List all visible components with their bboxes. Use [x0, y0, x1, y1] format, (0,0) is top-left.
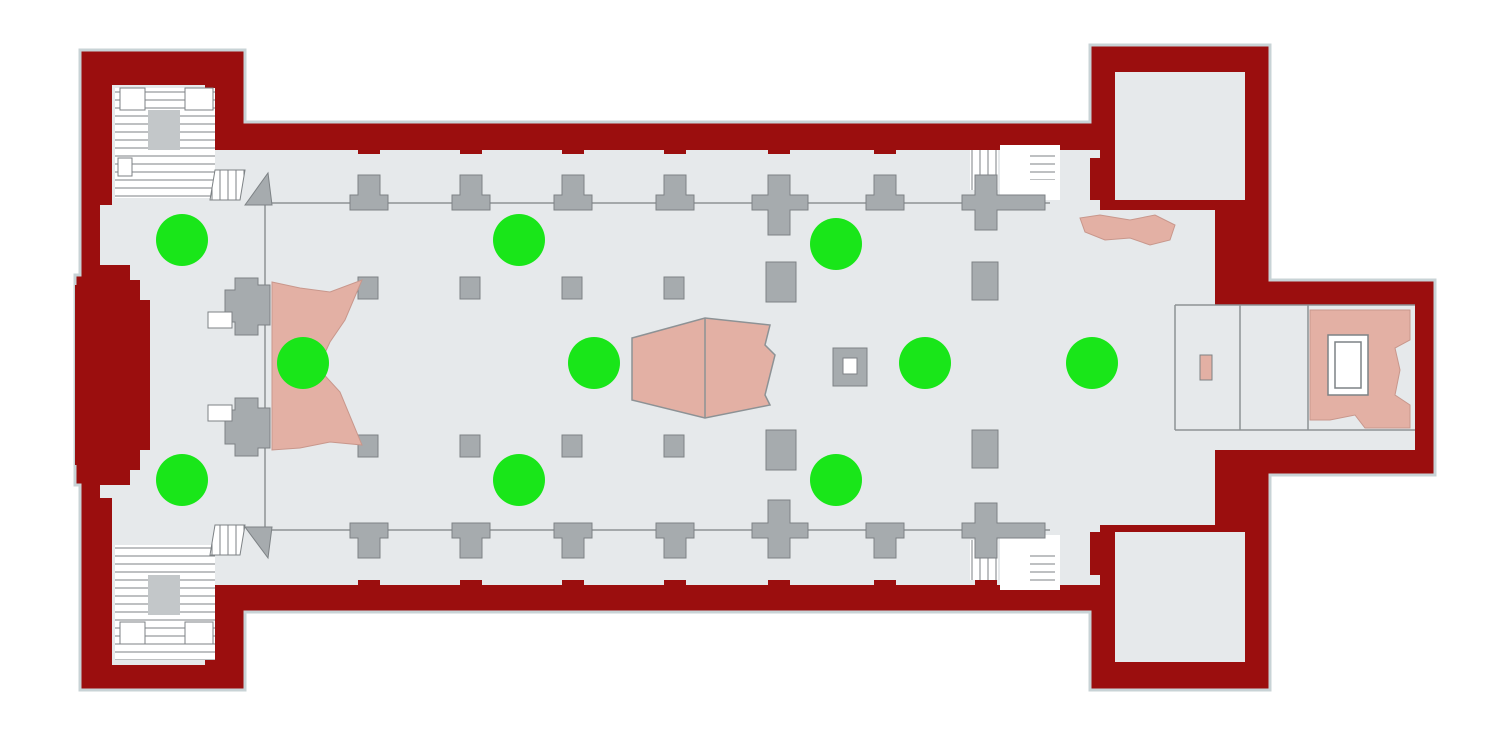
top-buttresses — [358, 140, 997, 154]
marker — [493, 214, 545, 266]
marker — [810, 218, 862, 270]
marker — [277, 337, 329, 389]
stair-east-north — [970, 145, 1060, 200]
marker — [156, 454, 208, 506]
stair-tower-south-west — [115, 524, 246, 660]
sacristy-south-wall — [1090, 532, 1115, 575]
markers — [156, 214, 1118, 506]
marker — [899, 337, 951, 389]
stair-east-south — [970, 535, 1060, 590]
entrance-pillar-sw — [244, 526, 273, 560]
marker — [810, 454, 862, 506]
marker — [1066, 337, 1118, 389]
entrance-pillar-nw — [244, 171, 273, 206]
marker — [156, 214, 208, 266]
central-platform — [631, 317, 776, 419]
crossing-pillar — [832, 347, 868, 387]
wall-pillars-south — [349, 499, 1046, 559]
bottom-buttresses — [358, 580, 997, 594]
sacristy-south — [1115, 532, 1245, 662]
marker — [568, 337, 620, 389]
sacristy-north — [1115, 72, 1245, 200]
wall-pillars-north — [349, 174, 1046, 236]
north-east-furnishing — [1079, 214, 1176, 246]
stair-tower-north-west — [115, 87, 246, 201]
marker — [493, 454, 545, 506]
entrance-pillars — [207, 277, 271, 457]
sacristy-north-wall — [1090, 158, 1115, 200]
apse-altar — [1199, 309, 1411, 429]
entrance-facade — [75, 265, 150, 485]
nave-pillars — [357, 261, 999, 471]
